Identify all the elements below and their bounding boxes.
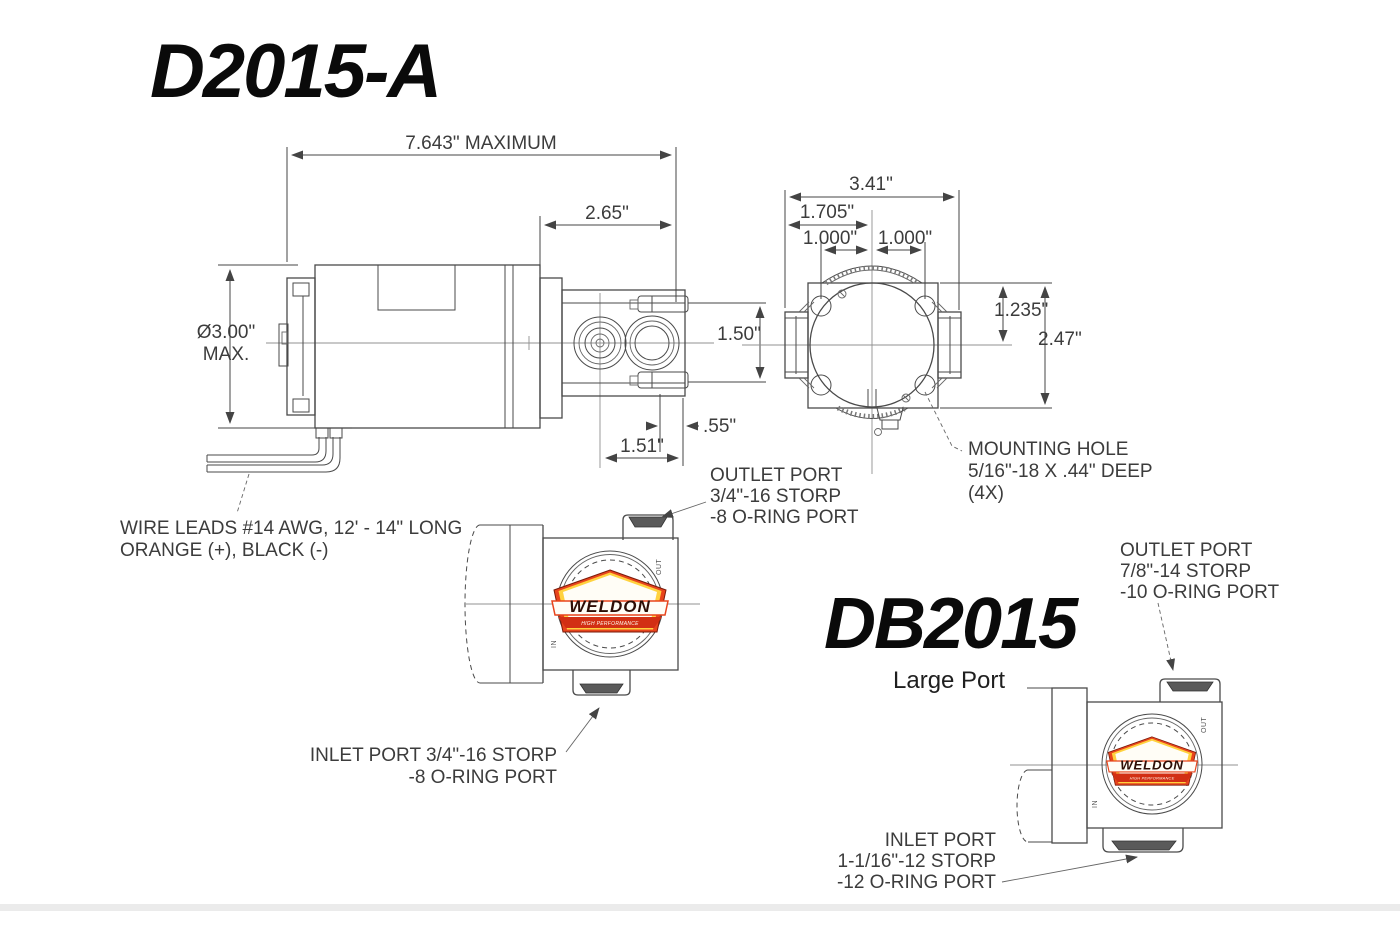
dim-offset-large: 1.51" xyxy=(620,436,664,457)
pump-a-port-labels: OUTLET PORT 3/4"-16 STORP -8 O-RING PORT… xyxy=(310,465,859,788)
side-view-drawing xyxy=(266,264,714,468)
pump-b-inlet-line2: 1-1/16"-12 STORP xyxy=(838,851,996,872)
pump-b-outlet-leader xyxy=(1157,602,1175,671)
dim-overall-length: 7.643" MAXIMUM xyxy=(405,133,556,154)
pump-b-outlet-line1: OUTLET PORT xyxy=(1120,540,1253,561)
dim-hole-right: 1.000" xyxy=(878,228,932,249)
weldon-logo-tagline-a: HIGH PERFORMANCE xyxy=(581,621,639,627)
pump-a-outlet-line1: OUTLET PORT xyxy=(710,465,843,486)
dim-height: 2.47" xyxy=(1038,329,1082,350)
pump-a-outlet-tab xyxy=(628,516,668,528)
pump-b-outlet-line3: -10 O-RING PORT xyxy=(1120,582,1279,603)
pump-b-port-labels: OUTLET PORT 7/8"-14 STORP -10 O-RING POR… xyxy=(837,540,1280,893)
page-title-model-b: DB2015 xyxy=(824,584,1078,664)
pump-b-outlet-line2: 7/8"-14 STORP xyxy=(1120,561,1251,582)
pump-a-inlet-leader xyxy=(565,707,600,753)
wire-leads-note: WIRE LEADS #14 AWG, 12' - 14" LONG ORANG… xyxy=(120,518,462,561)
pump-b-in-marker: IN xyxy=(1092,800,1099,808)
weldon-logo-pump-a: WELDON HIGH PERFORMANCE xyxy=(551,569,669,633)
page-edge-bar xyxy=(0,904,1400,911)
subtitle-large-port: Large Port xyxy=(893,667,1006,694)
front-view-drawing xyxy=(742,210,1012,474)
pump-b-outlet-tab xyxy=(1166,681,1214,692)
mounting-note-line2: 5/16"-18 X .44" DEEP xyxy=(968,461,1153,482)
dim-motor-diameter: Ø3.00" xyxy=(197,322,256,343)
pump-a-outlet-line3: -8 O-RING PORT xyxy=(710,507,859,528)
dim-port-spacing: 1.50" xyxy=(717,324,761,345)
pump-b-inlet-line3: -12 O-RING PORT xyxy=(837,872,996,893)
pump-b-inlet-leader xyxy=(1001,854,1138,883)
pump-a-in-marker: IN xyxy=(551,640,558,648)
weldon-logo-pump-b: WELDON HIGH PERFORMANCE xyxy=(1106,736,1198,786)
pump-a-inlet-tab xyxy=(579,683,624,694)
pump-a-outlet-leader xyxy=(661,501,707,518)
mounting-note-line1: MOUNTING HOLE xyxy=(968,439,1128,460)
wire-leads-line2: ORANGE (+), BLACK (-) xyxy=(120,540,329,561)
weldon-logo-tagline-b: HIGH PERFORMANCE xyxy=(1130,776,1175,781)
pump-a-inlet-line2: -8 O-RING PORT xyxy=(409,767,558,788)
pump-a-inlet-line1: INLET PORT 3/4"-16 STORP xyxy=(310,745,557,766)
weldon-logo-name-b: WELDON xyxy=(1120,758,1184,773)
pump-b-inlet-line1: INLET PORT xyxy=(885,830,997,851)
dim-flange-width: 3.41" xyxy=(849,174,893,195)
dim-motor-diameter-max: MAX. xyxy=(203,344,249,365)
wire-leads-line1: WIRE LEADS #14 AWG, 12' - 14" LONG xyxy=(120,518,462,539)
front-view-dimensions: 3.41" 1.705" 1.000" 1.000" 1.235" 2.47" … xyxy=(784,174,1153,504)
mounting-note-line3: (4X) xyxy=(968,483,1004,504)
wire-leads-drawing xyxy=(206,437,341,514)
pump-a-outlet-line2: 3/4"-16 STORP xyxy=(710,486,841,507)
side-view-dimensions: 7.643" MAXIMUM 2.65" Ø3.00" MAX. 1.50" .… xyxy=(197,133,766,466)
mounting-hole-leader-line xyxy=(924,391,963,452)
dim-half-height: 1.235" xyxy=(994,300,1048,321)
dim-hole-left: 1.000" xyxy=(803,228,857,249)
page-title-model-a: D2015-A xyxy=(150,29,442,114)
dim-offset-small: .55" xyxy=(703,416,736,437)
wire-leads-leader-line xyxy=(236,473,250,514)
dim-pump-length: 2.65" xyxy=(585,203,629,224)
pump-b-out-marker: OUT xyxy=(1201,717,1208,734)
pump-a-out-marker: OUT xyxy=(656,559,663,576)
pump-b-inlet-tab xyxy=(1111,840,1177,851)
dim-half-width: 1.705" xyxy=(800,202,854,223)
weldon-logo-name-a: WELDON xyxy=(569,597,651,616)
